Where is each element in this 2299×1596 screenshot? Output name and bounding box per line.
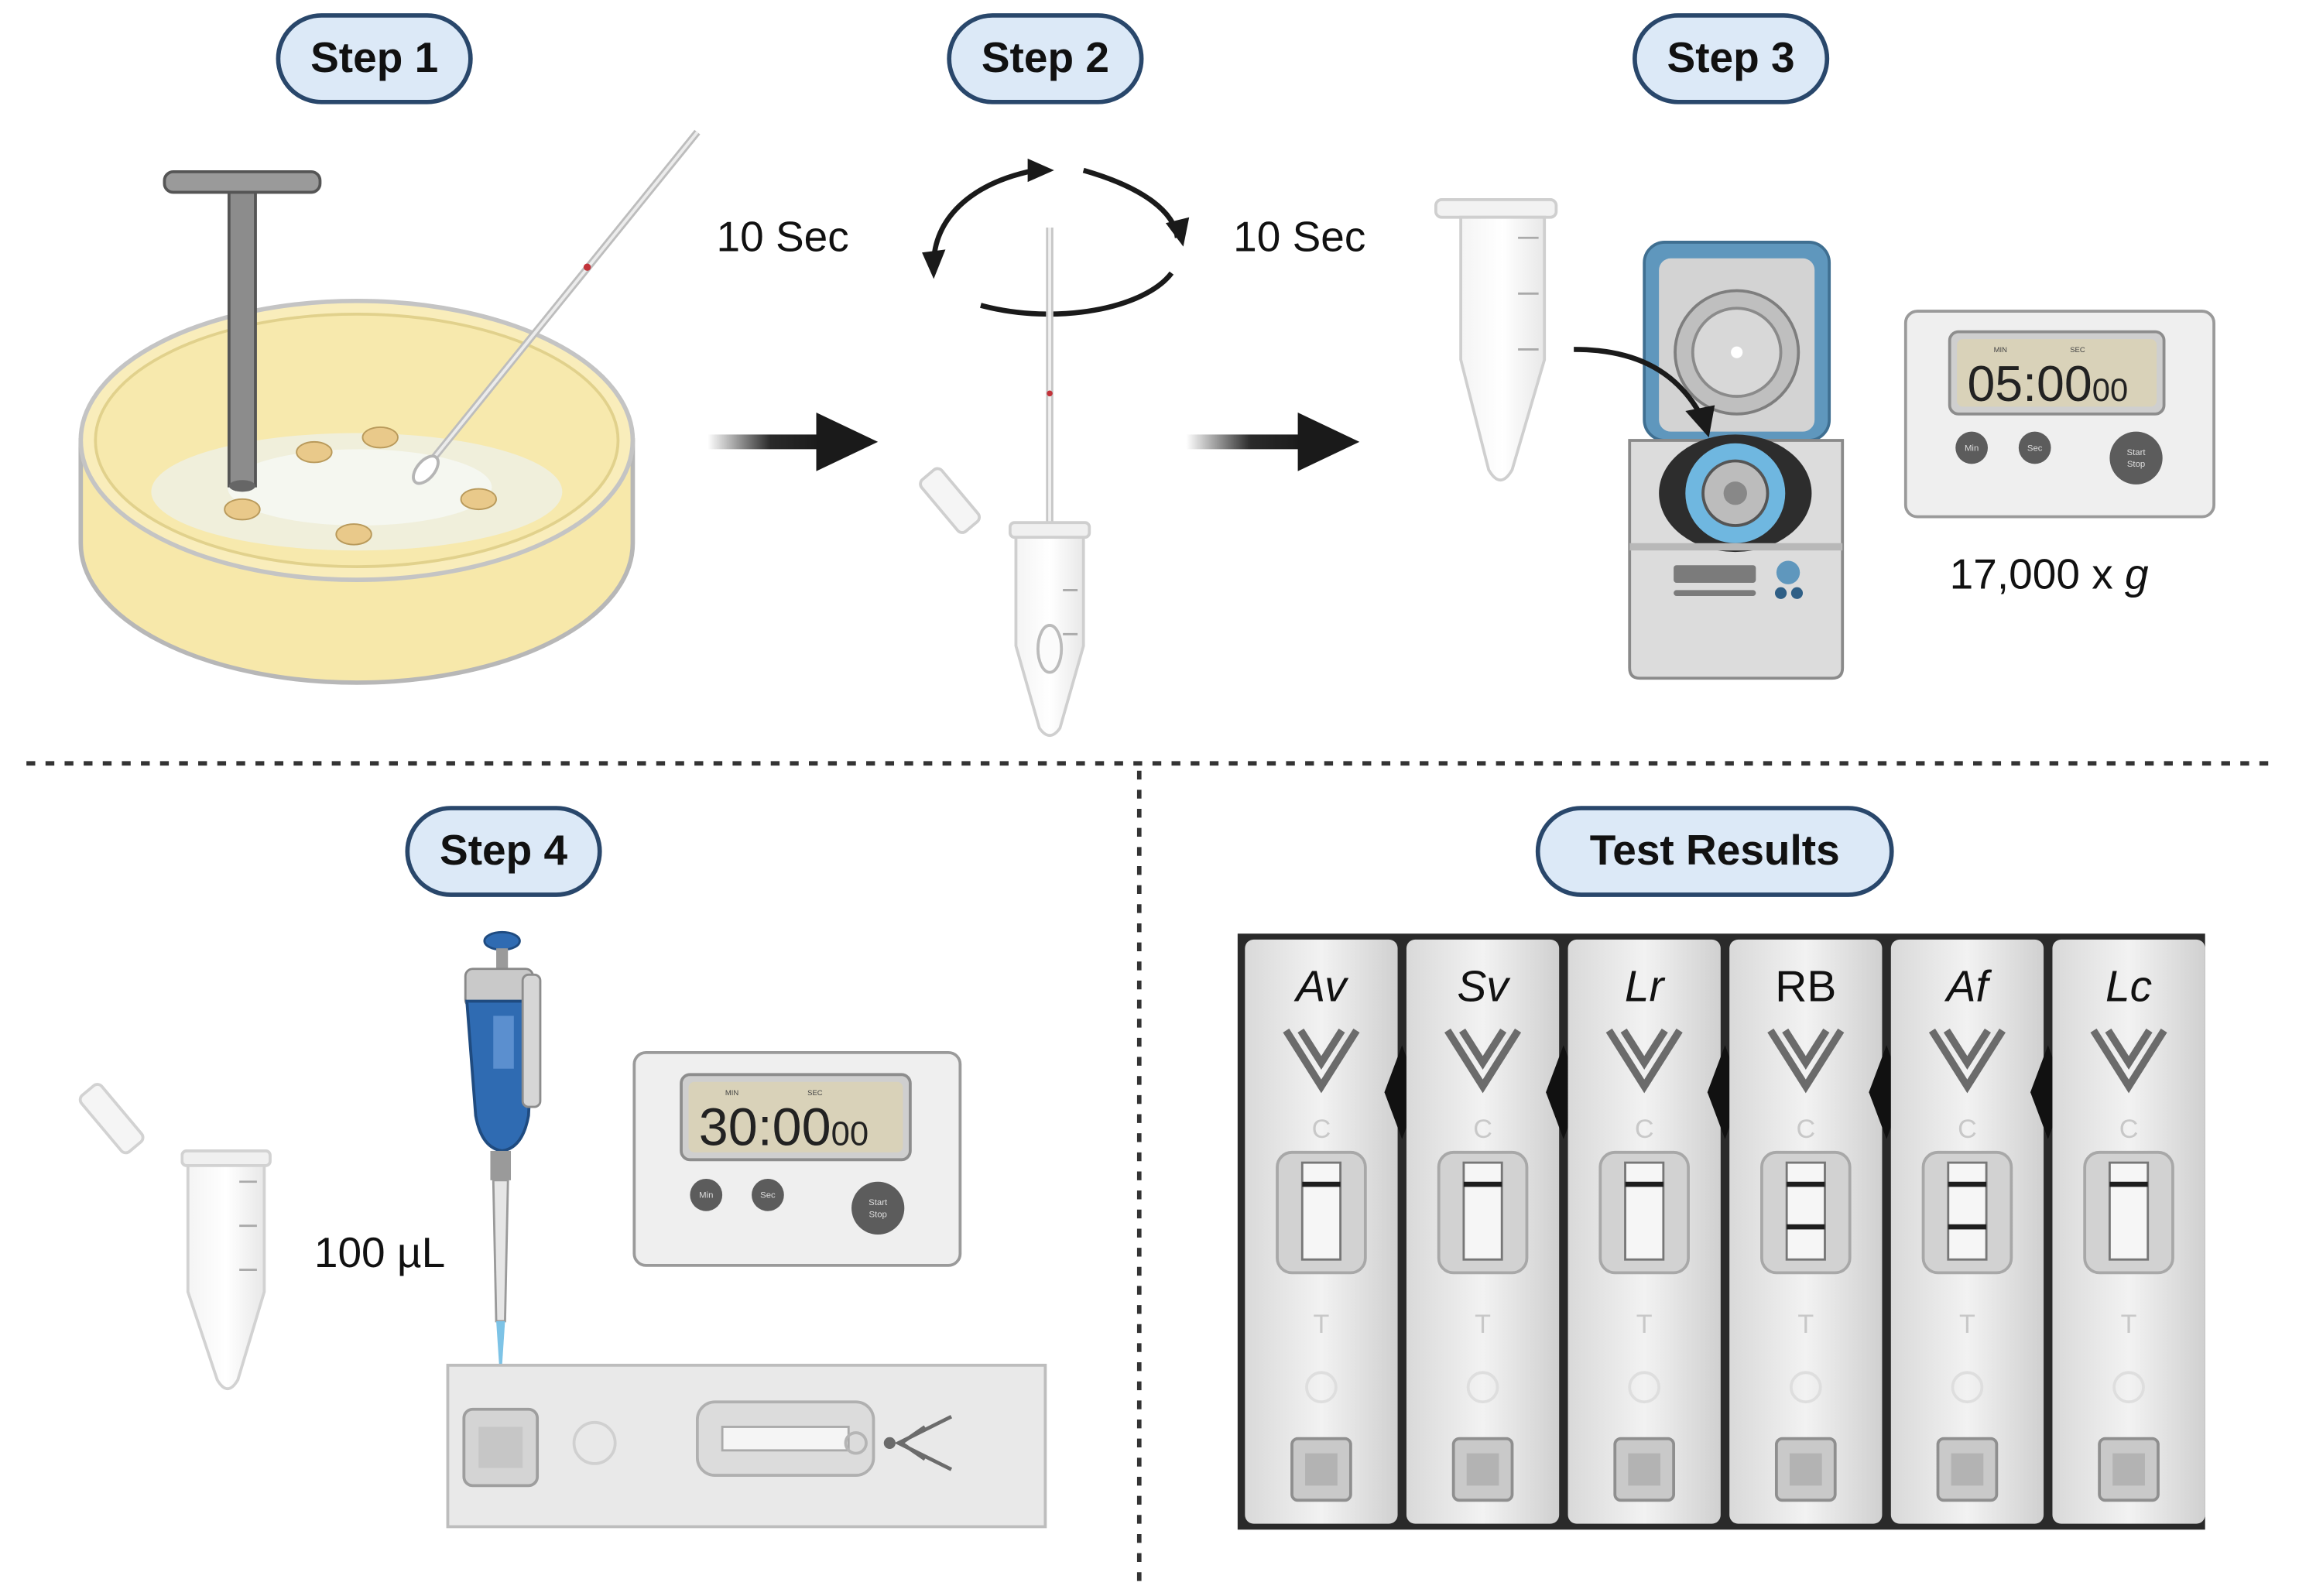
test-strips: AvC T SvC T LrC T RB C T AfC T LcC T <box>1245 939 2205 1524</box>
timer-step3-min-label: MIN <box>1994 346 2008 354</box>
step2-duration-label: 10 Sec <box>1233 214 1366 262</box>
timer-step4-stop-label: Stop <box>869 1210 886 1219</box>
timer-step4-min-label: MIN <box>725 1089 739 1098</box>
strip-arrow-mark <box>1444 1028 1522 1094</box>
strip-label: RB <box>1775 961 1836 1011</box>
strip-label: Lc <box>2105 961 2152 1011</box>
strip-label: Sv <box>1457 961 1511 1011</box>
strip-t-mark: T <box>2121 1310 2137 1339</box>
timer-step4-min-button: Min <box>699 1191 713 1200</box>
strip-t-mark: T <box>1314 1310 1330 1339</box>
timer-step3-stop-label: Stop <box>2127 460 2145 469</box>
test-strip: LcC T <box>2052 939 2205 1524</box>
test-cassette-icon <box>446 1363 1047 1529</box>
strip-arrow-mark <box>1767 1028 1845 1094</box>
strip-arrow-mark <box>1605 1028 1683 1094</box>
timer-step3-display: 05:0000 <box>1967 356 2128 412</box>
strip-arrow-mark <box>1283 1028 1360 1094</box>
strip-c-mark: C <box>1312 1115 1331 1144</box>
strip-c-mark: C <box>2119 1115 2139 1144</box>
test-strip: LrC T <box>1568 939 1721 1524</box>
control-line <box>1302 1181 1341 1187</box>
test-results-badge: Test Results <box>1535 806 1894 897</box>
step1-duration-label: 10 Sec <box>716 214 849 262</box>
strip-label: Lr <box>1625 961 1666 1011</box>
arrow-step1-to-step2 <box>708 412 879 471</box>
timer-step4: MIN SEC 30:0000 Min Sec Start Stop <box>632 1050 962 1267</box>
control-line <box>2109 1181 2148 1187</box>
timer-step3-sec-label: SEC <box>2070 346 2085 354</box>
strip-t-mark: T <box>1959 1310 1975 1339</box>
timer-step4-display: 30:0000 <box>699 1098 869 1156</box>
timer-step3: MIN SEC 05:0000 Min Sec Start Stop <box>1903 310 2215 519</box>
pipette-volume-label: 100 µL <box>314 1230 446 1278</box>
strip-arrow-mark <box>1928 1028 2006 1094</box>
timer-step4-sec-label: SEC <box>807 1089 823 1098</box>
curved-arrow-into-centrifuge <box>1574 347 1715 438</box>
swab-icon <box>412 129 701 485</box>
strip-c-mark: C <box>1958 1115 1977 1144</box>
step-1-badge: Step 1 <box>276 13 473 104</box>
punch-tool-icon <box>163 170 322 492</box>
centrifuge-speed-label: 17,000 x g <box>1949 552 2149 599</box>
centrifuge-icon <box>1628 241 1845 680</box>
timer-step4-sec-button: Sec <box>760 1191 776 1200</box>
microtube-icon <box>1434 198 1558 482</box>
strip-label: Af <box>1944 961 1992 1011</box>
test-strip: RB C T <box>1729 939 1883 1524</box>
control-line <box>1787 1181 1825 1187</box>
timer-step4-start-label: Start <box>869 1198 888 1207</box>
strip-arrow-mark <box>2090 1028 2167 1094</box>
rotation-arrows-icon <box>922 158 1190 317</box>
test-strip: AfC T <box>1890 939 2044 1524</box>
petri-dish-icon <box>78 298 636 685</box>
step-2-badge: Step 2 <box>947 13 1144 104</box>
strip-t-mark: T <box>1475 1310 1491 1339</box>
test-line <box>1948 1224 1987 1230</box>
strip-c-mark: C <box>1473 1115 1492 1144</box>
control-line <box>1463 1181 1502 1187</box>
step4-microtube-icon <box>78 1083 272 1391</box>
strip-c-mark: C <box>1635 1115 1654 1144</box>
strip-c-mark: C <box>1796 1115 1815 1144</box>
step-4-badge: Step 4 <box>405 806 602 897</box>
test-line <box>1787 1224 1825 1230</box>
results-photo-frame <box>1237 933 2205 1530</box>
strip-t-mark: T <box>1797 1310 1814 1339</box>
control-line <box>1625 1181 1663 1187</box>
test-strip: AvC T <box>1245 939 1398 1524</box>
test-strip: SvC T <box>1406 939 1560 1524</box>
timer-step3-start-label: Start <box>2127 448 2147 457</box>
strip-t-mark: T <box>1636 1310 1653 1339</box>
timer-step3-min-button: Min <box>1965 444 1979 453</box>
step-3-badge: Step 3 <box>1633 13 1830 104</box>
timer-step3-sec-button: Sec <box>2027 444 2043 453</box>
strip-label: Av <box>1293 961 1349 1011</box>
tube-with-swab-icon <box>919 227 1091 738</box>
arrow-step2-to-step3 <box>1186 412 1360 471</box>
control-line <box>1948 1181 1987 1187</box>
pipette-icon <box>464 930 542 1422</box>
